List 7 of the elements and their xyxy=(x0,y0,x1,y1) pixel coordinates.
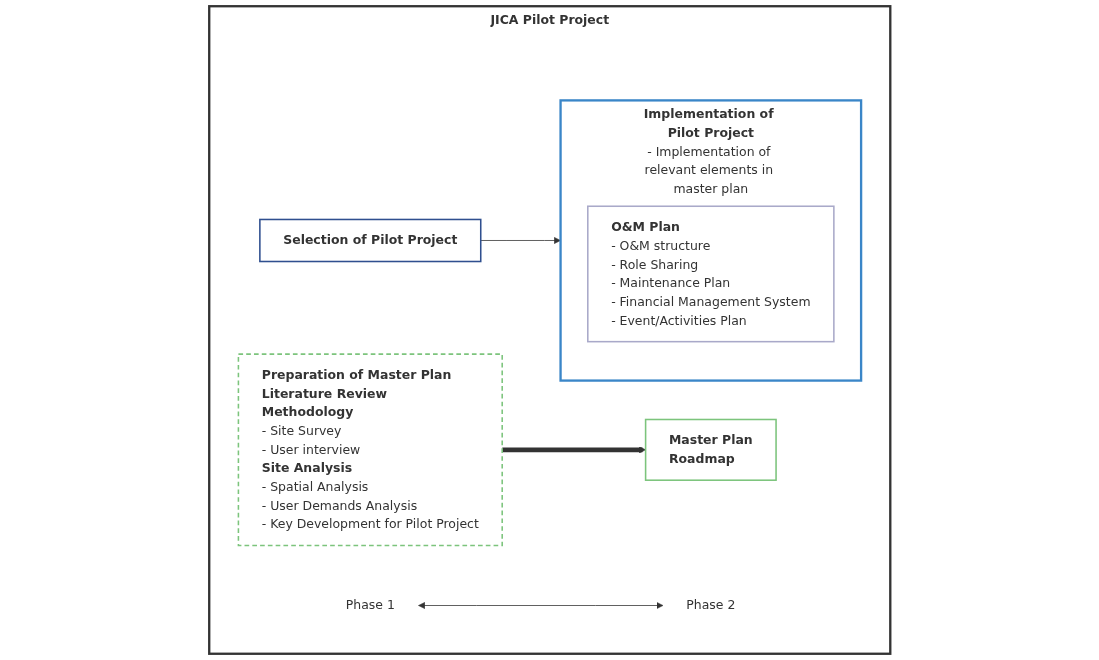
arrow xyxy=(501,446,646,454)
node-text: Phase 2 xyxy=(686,597,736,613)
node-box: Master Plan Roadmap xyxy=(644,418,777,481)
node-text: Phase 1 xyxy=(345,597,395,613)
node-box: Preparation of Master Plan Literature Review Methodology - Site Survey - User interview Site Analysis - Spatial Analysis - User Demands Analysis - Key Development for Pilot Project xyxy=(237,353,503,547)
node-box: Selection of Pilot Project xyxy=(258,218,482,263)
node-box: O&M Plan - O&M structure - Role Sharing - Maintenance Plan - Financial Management System - Event/Activities Plan xyxy=(586,205,835,343)
